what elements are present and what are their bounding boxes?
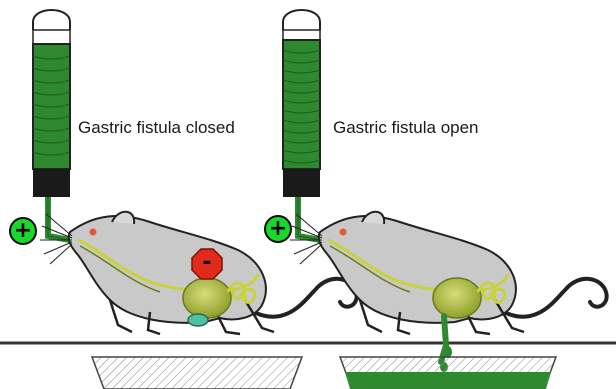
panel-fistula-open [283,10,607,389]
caption-fistula-open: Gastric fistula open [333,118,479,138]
inhibition-sign-label: - [191,248,223,280]
fistula-plug [188,314,208,326]
collected-fluid [345,372,551,389]
inhibition-stop-sign: - [191,248,223,280]
reservoir-tube-left [33,10,70,240]
caption-fistula-closed: Gastric fistula closed [78,118,235,138]
positive-sign-left: + [9,217,37,245]
reservoir-tube-right [283,10,320,240]
positive-sign-right: + [264,215,292,243]
beaker-left [92,357,302,389]
rat-right [290,212,607,334]
